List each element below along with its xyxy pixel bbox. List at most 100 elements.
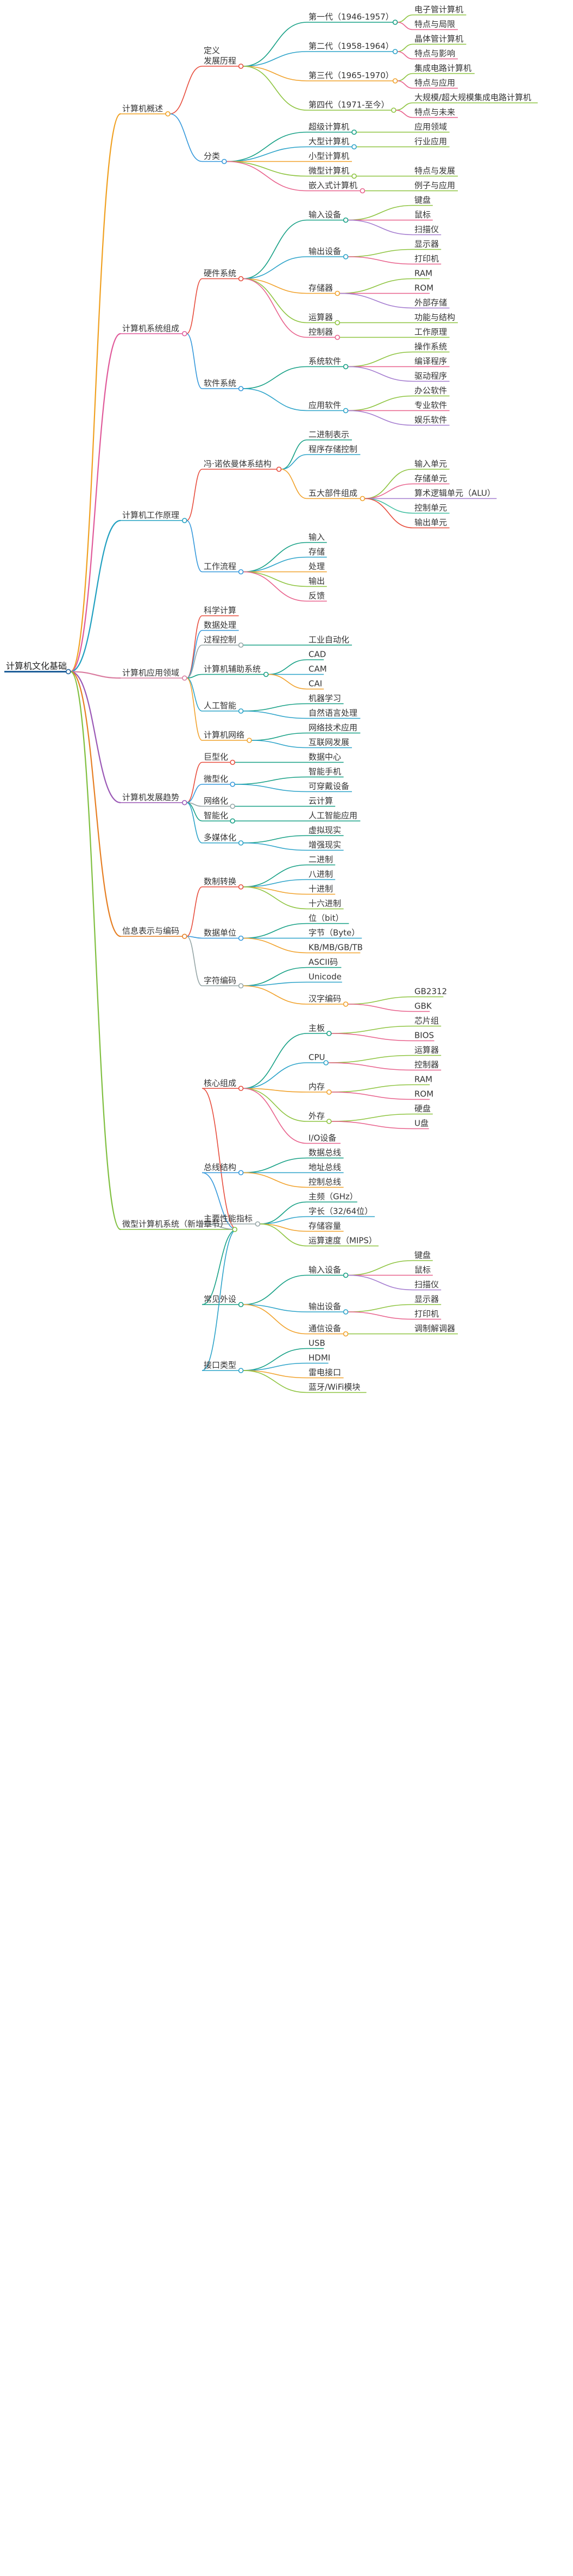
collapse-toggle[interactable] (351, 173, 357, 179)
collapse-toggle[interactable] (351, 144, 357, 150)
collapse-toggle[interactable] (326, 1031, 332, 1036)
collapse-toggle[interactable] (181, 518, 187, 523)
mindmap-node-label: 集成电路计算机 (414, 64, 471, 73)
collapse-toggle[interactable] (238, 642, 244, 648)
mindmap-node-label: 自然语言处理 (308, 708, 357, 718)
collapse-toggle[interactable] (326, 1089, 332, 1095)
collapse-toggle[interactable] (343, 1331, 349, 1337)
collapse-toggle[interactable] (343, 254, 349, 259)
collapse-toggle[interactable] (230, 759, 236, 765)
mindmap-node-label: 多媒体化 (204, 833, 236, 842)
collapse-toggle[interactable] (238, 569, 244, 575)
collapse-toggle[interactable] (181, 675, 187, 681)
collapse-toggle[interactable] (263, 671, 269, 677)
collapse-toggle[interactable] (343, 1272, 349, 1278)
collapse-toggle[interactable] (392, 49, 398, 54)
mindmap-node-label: ROM (414, 1089, 433, 1099)
collapse-toggle[interactable] (238, 1302, 244, 1308)
collapse-toggle[interactable] (232, 1227, 238, 1232)
mindmap-node-label: RAM (414, 269, 432, 278)
collapse-toggle[interactable] (335, 290, 341, 296)
mindmap-edge (243, 278, 307, 294)
collapse-toggle[interactable] (238, 1086, 244, 1092)
mindmap-edge (243, 1274, 307, 1305)
mindmap-node-label: 显示器 (414, 239, 439, 249)
mindmap-node-label: 蓝牙/WiFi模块 (308, 1382, 360, 1392)
mindmap-node-label: 微型计算机系统（新增章节） (122, 1219, 228, 1229)
collapse-toggle[interactable] (238, 1368, 244, 1373)
collapse-toggle[interactable] (335, 320, 341, 326)
collapse-toggle[interactable] (230, 782, 236, 787)
collapse-toggle[interactable] (391, 107, 396, 113)
collapse-toggle[interactable] (343, 217, 349, 223)
mindmap-node-label: 运算器 (308, 313, 333, 322)
mindmap-node-label: 过程控制 (204, 635, 236, 645)
collapse-toggle[interactable] (343, 364, 349, 370)
collapse-toggle[interactable] (238, 935, 244, 941)
mindmap-edge (243, 1033, 307, 1089)
mindmap-node-label: 嵌入式计算机 (308, 181, 357, 191)
collapse-toggle[interactable] (238, 708, 244, 714)
mindmap-node-label: GB2312 (414, 987, 447, 997)
collapse-toggle[interactable] (323, 1060, 329, 1065)
mindmap-edge (186, 674, 203, 679)
mindmap-edge (243, 388, 307, 411)
collapse-toggle[interactable] (276, 466, 282, 472)
mindmap-node-label: 数据总线 (308, 1148, 341, 1158)
collapse-toggle[interactable] (343, 1001, 349, 1007)
mindmap-edge (331, 1113, 413, 1122)
collapse-toggle[interactable] (165, 111, 171, 117)
mindmap-edge (243, 1062, 307, 1089)
mindmap-edge (281, 439, 307, 470)
collapse-toggle[interactable] (238, 884, 244, 890)
mindmap-node-label: 输出设备 (308, 246, 341, 256)
mindmap-edge (395, 102, 413, 111)
mindmap-node-label: 微型化 (204, 774, 228, 784)
mindmap-node-label: 接口类型 (204, 1360, 236, 1370)
collapse-toggle[interactable] (360, 496, 366, 502)
mindmap-node-label: I/O设备 (308, 1133, 336, 1143)
mindmap-edge (202, 1229, 237, 1305)
mindmap-edge (348, 205, 413, 221)
mindmap-edge (268, 674, 307, 690)
collapse-toggle[interactable] (392, 78, 398, 84)
mindmap-edge (243, 703, 307, 712)
collapse-toggle[interactable] (326, 1119, 332, 1124)
collapse-toggle[interactable] (247, 738, 252, 743)
collapse-toggle[interactable] (360, 188, 366, 194)
mindmap-edge (70, 113, 121, 672)
collapse-toggle[interactable] (255, 1221, 261, 1227)
collapse-toggle[interactable] (230, 818, 236, 824)
collapse-toggle[interactable] (335, 334, 341, 340)
collapse-toggle[interactable] (230, 803, 236, 809)
mindmap-node-label: 机器学习 (308, 694, 341, 703)
collapse-toggle[interactable] (238, 276, 244, 282)
collapse-toggle[interactable] (181, 331, 187, 337)
mindmap-edge (243, 985, 307, 1005)
mindmap-edge (243, 1172, 307, 1188)
collapse-toggle[interactable] (343, 1309, 349, 1315)
mindmap-node-label: 存储 (308, 547, 325, 557)
collapse-toggle[interactable] (66, 669, 71, 675)
collapse-toggle[interactable] (238, 1170, 244, 1176)
collapse-toggle[interactable] (238, 983, 244, 989)
collapse-toggle[interactable] (181, 800, 187, 805)
collapse-toggle[interactable] (181, 934, 187, 939)
mindmap-edge (243, 1370, 307, 1379)
mindmap-node-label: 控制器 (308, 327, 333, 337)
mindmap-edge (186, 802, 203, 822)
collapse-toggle[interactable] (351, 129, 357, 135)
collapse-toggle[interactable] (238, 64, 244, 69)
collapse-toggle[interactable] (392, 20, 398, 25)
collapse-toggle[interactable] (238, 386, 244, 391)
collapse-toggle[interactable] (343, 408, 349, 414)
mindmap-edge (243, 542, 307, 573)
mindmap-node-label: 输出设备 (308, 1302, 341, 1311)
mindmap-edge (70, 333, 121, 672)
collapse-toggle[interactable] (221, 158, 227, 164)
collapse-toggle[interactable] (238, 840, 244, 846)
mindmap-node-label: 第一代（1946-1957） (308, 12, 394, 22)
mindmap-node-label: 控制器 (414, 1060, 439, 1070)
mindmap-edge (397, 51, 413, 60)
mindmap-edge (70, 671, 121, 1230)
